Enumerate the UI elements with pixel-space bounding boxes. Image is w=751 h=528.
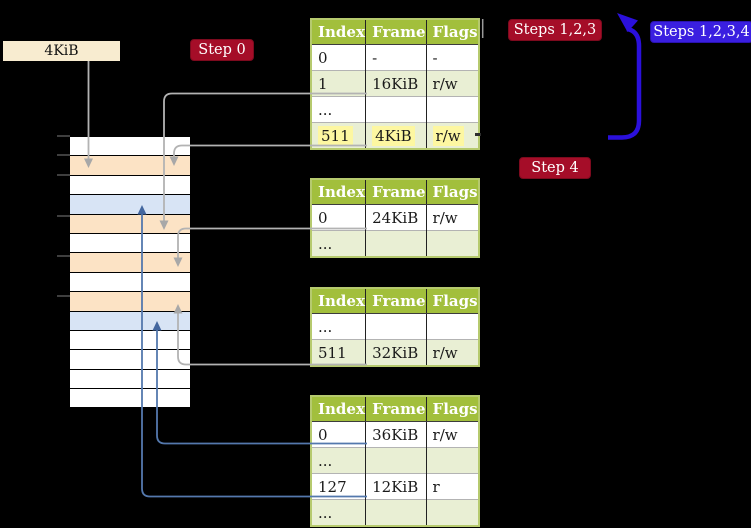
table-row: ... — [311, 230, 479, 257]
col-header-index: Index — [311, 19, 367, 45]
highlighted-value: 511 — [318, 125, 353, 146]
address-tick — [57, 295, 70, 297]
col-header-frame: Frame — [365, 288, 427, 314]
table-row-highlighted: 511 4KiB r/w — [311, 122, 479, 149]
table-row: 0 36KiB r/w — [311, 421, 479, 448]
steps-1234-badge: Steps 1,2,3,4 — [650, 21, 751, 43]
memory-frames — [70, 137, 190, 409]
frame-size-label: 4KiB — [3, 41, 120, 61]
address-tick — [57, 215, 70, 217]
memory-frame-row-white — [70, 389, 190, 409]
memory-frame-row-white — [70, 175, 190, 196]
col-header-frame: Frame — [365, 396, 427, 422]
table-header-row: Index Frame Flags — [311, 19, 479, 45]
table-row: 0 - - — [311, 44, 479, 71]
step-4-badge: Step 4 — [519, 157, 591, 179]
address-tick — [57, 254, 70, 257]
memory-frame-row-orange — [70, 156, 190, 176]
col-header-flags: Flags — [426, 179, 479, 205]
loop-bracket-arrow — [608, 26, 642, 140]
address-tick — [57, 154, 70, 156]
memory-frame-row-orange — [70, 253, 190, 273]
table-row: ... — [311, 499, 479, 526]
table-row: ... — [311, 313, 479, 340]
col-header-flags: Flags — [426, 19, 479, 45]
memory-frame-row-white — [70, 233, 190, 254]
col-header-index: Index — [311, 396, 367, 422]
table-row: ... — [311, 447, 479, 474]
col-header-flags: Flags — [426, 288, 479, 314]
table-header-row: Index Frame Flags — [311, 179, 479, 205]
memory-frame-row-blue — [70, 311, 190, 331]
memory-frame-row-white — [70, 137, 190, 157]
col-header-flags: Flags — [426, 396, 479, 422]
loop-bracket-arrowhead — [617, 13, 638, 32]
page-table-2: Index Frame Flags 0 24KiB r/w ... — [310, 178, 480, 258]
table-row: 0 24KiB r/w — [311, 204, 479, 231]
memory-frame-row-white — [70, 272, 190, 293]
col-header-index: Index — [311, 179, 367, 205]
address-tick — [57, 173, 70, 176]
highlighted-value: r/w — [432, 125, 464, 146]
page-table-4: Index Frame Flags 0 36KiB r/w ... 127 12… — [310, 395, 480, 527]
steps-123-badge: Steps 1,2,3 — [508, 19, 602, 41]
memory-frame-row-orange — [70, 214, 190, 234]
memory-frame-row-white — [70, 350, 190, 370]
page-table-1: Index Frame Flags 0 - - 1 16KiB r/w ... … — [310, 18, 480, 150]
memory-frame-row-white — [70, 330, 190, 351]
memory-frame-row-orange — [70, 292, 190, 312]
col-header-index: Index — [311, 288, 367, 314]
table-header-row: Index Frame Flags — [311, 288, 479, 314]
page-table-3: Index Frame Flags ... 511 32KiB r/w — [310, 287, 480, 367]
table-header-row: Index Frame Flags — [311, 396, 479, 422]
table-row: ... — [311, 96, 479, 123]
address-tick — [57, 135, 70, 137]
memory-frame-row-blue — [70, 195, 190, 215]
col-header-frame: Frame — [365, 19, 427, 45]
highlighted-value: 4KiB — [372, 125, 415, 146]
table-row: 511 32KiB r/w — [311, 339, 479, 366]
col-header-frame: Frame — [365, 179, 427, 205]
step-0-badge: Step 0 — [190, 39, 254, 61]
table-row: 1 16KiB r/w — [311, 70, 479, 97]
table-row: 127 12KiB r — [311, 473, 479, 500]
memory-frame-row-white — [70, 369, 190, 390]
